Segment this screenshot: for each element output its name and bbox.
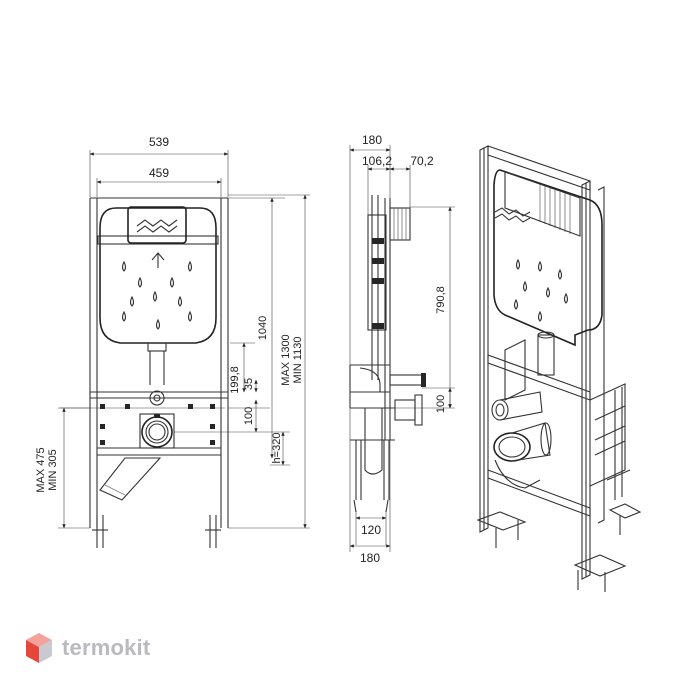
front-cistern	[97, 206, 219, 406]
dim-depth-bottom: 180	[360, 551, 380, 565]
dim-depth-top: 180	[362, 133, 382, 147]
front-view: 539 459 1040 MAX 1300 MIN 1130 199,8 35	[35, 135, 310, 548]
side-view: 180 106,2 70,2 790,8 100 120 180	[349, 133, 455, 565]
dim-max-475: MAX 475	[35, 447, 47, 492]
dim-199-8: 199,8	[229, 366, 241, 394]
dim-100-front: 100	[243, 407, 255, 425]
front-outlet	[60, 404, 225, 449]
dim-1040: 1040	[257, 316, 269, 340]
dim-width-outer: 539	[149, 135, 169, 149]
dim-106-2: 106,2	[362, 154, 392, 168]
dim-max-1300: MAX 1300	[280, 334, 292, 385]
brand-logo: termokit	[24, 632, 150, 664]
dim-70-2: 70,2	[410, 154, 434, 168]
front-dimensions: 539 459 1040 MAX 1300 MIN 1130 199,8 35	[35, 135, 310, 529]
flush-plate-pattern	[136, 219, 178, 233]
water-drop-icons	[121, 260, 193, 330]
dim-h-320: h=320	[271, 433, 283, 464]
front-frame	[89, 197, 229, 548]
iso-water-drop-icons	[513, 258, 569, 322]
flush-button-side	[389, 207, 411, 241]
brand-name: termokit	[62, 635, 151, 660]
isometric-view	[476, 145, 642, 592]
iso-frame	[476, 145, 642, 592]
dim-width-inner: 459	[149, 166, 169, 180]
side-frame	[349, 195, 426, 513]
flush-plate	[127, 206, 187, 244]
iso-flush-plate	[504, 171, 581, 237]
dim-790-8: 790,8	[435, 286, 447, 314]
dim-min-305: MIN 305	[47, 449, 59, 491]
dim-120: 120	[361, 523, 381, 537]
iso-outlet	[491, 391, 552, 489]
side-dimensions: 180 106,2 70,2 790,8 100 120 180	[349, 133, 455, 565]
dim-min-1130: MIN 1130	[292, 337, 304, 384]
iso-cistern	[493, 169, 603, 376]
outlet-side	[414, 394, 423, 426]
dim-35: 35	[243, 378, 255, 390]
water-inlet-side	[389, 374, 426, 386]
cube-logo-icon	[26, 633, 52, 663]
dim-100-side: 100	[435, 395, 447, 413]
up-arrow-icon	[151, 252, 165, 268]
